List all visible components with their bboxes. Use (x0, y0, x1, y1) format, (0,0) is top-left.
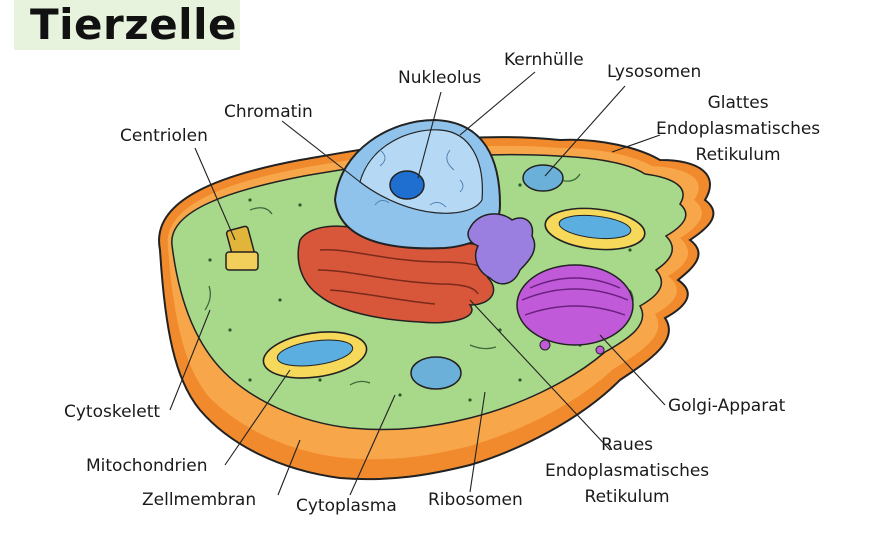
label-zellmembran: Zellmembran (142, 490, 257, 510)
label-mitochondrien: Mitochondrien (86, 456, 208, 476)
title-background (14, 0, 240, 50)
leader-lysosomen (544, 85, 626, 177)
leader-centriolen (194, 147, 236, 241)
cytoskeleton-strands (204, 173, 634, 386)
leader-golgi (599, 334, 666, 406)
leader-raues-er (469, 299, 611, 451)
label-nukleolus: Nukleolus (398, 68, 482, 88)
leader-kernhuelle (459, 71, 536, 136)
nucleolus-shape (389, 170, 425, 200)
leader-chromatin (281, 120, 361, 183)
label-golgi: Golgi-Apparat (668, 396, 786, 416)
diagram-title: Tierzelle (30, 0, 237, 49)
leader-cytoskelett (169, 309, 211, 411)
label-cytoskelett: Cytoskelett (64, 402, 161, 422)
smooth-er-shape (467, 213, 536, 285)
leader-mitochondrien (224, 369, 291, 466)
label-glattes-er: Glattes Endoplasmatisches Retikulum (656, 93, 821, 165)
mitochondria-shapes (262, 207, 646, 379)
label-chromatin: Chromatin (224, 102, 313, 122)
leader-ribosomen (469, 391, 486, 493)
centriole-shape (225, 225, 259, 271)
nucleus-shape (333, 118, 502, 250)
label-cytoplasma: Cytoplasma (296, 496, 397, 516)
leader-nukleolus (417, 91, 442, 179)
leader-cytoplasma (349, 394, 396, 496)
label-raues-er: Raues Endoplasmatisches Retikulum (545, 435, 710, 507)
label-ribosomen: Ribosomen (428, 490, 523, 510)
lysosome-shapes (410, 164, 564, 390)
label-centriolen: Centriolen (120, 126, 208, 146)
label-lysosomen: Lysosomen (607, 62, 702, 82)
label-kernhuelle: Kernhülle (504, 50, 584, 70)
leader-glattes-er (611, 134, 661, 153)
leader-zellmembran (277, 439, 301, 496)
golgi-shape (516, 264, 634, 355)
leader-lines (169, 71, 666, 496)
